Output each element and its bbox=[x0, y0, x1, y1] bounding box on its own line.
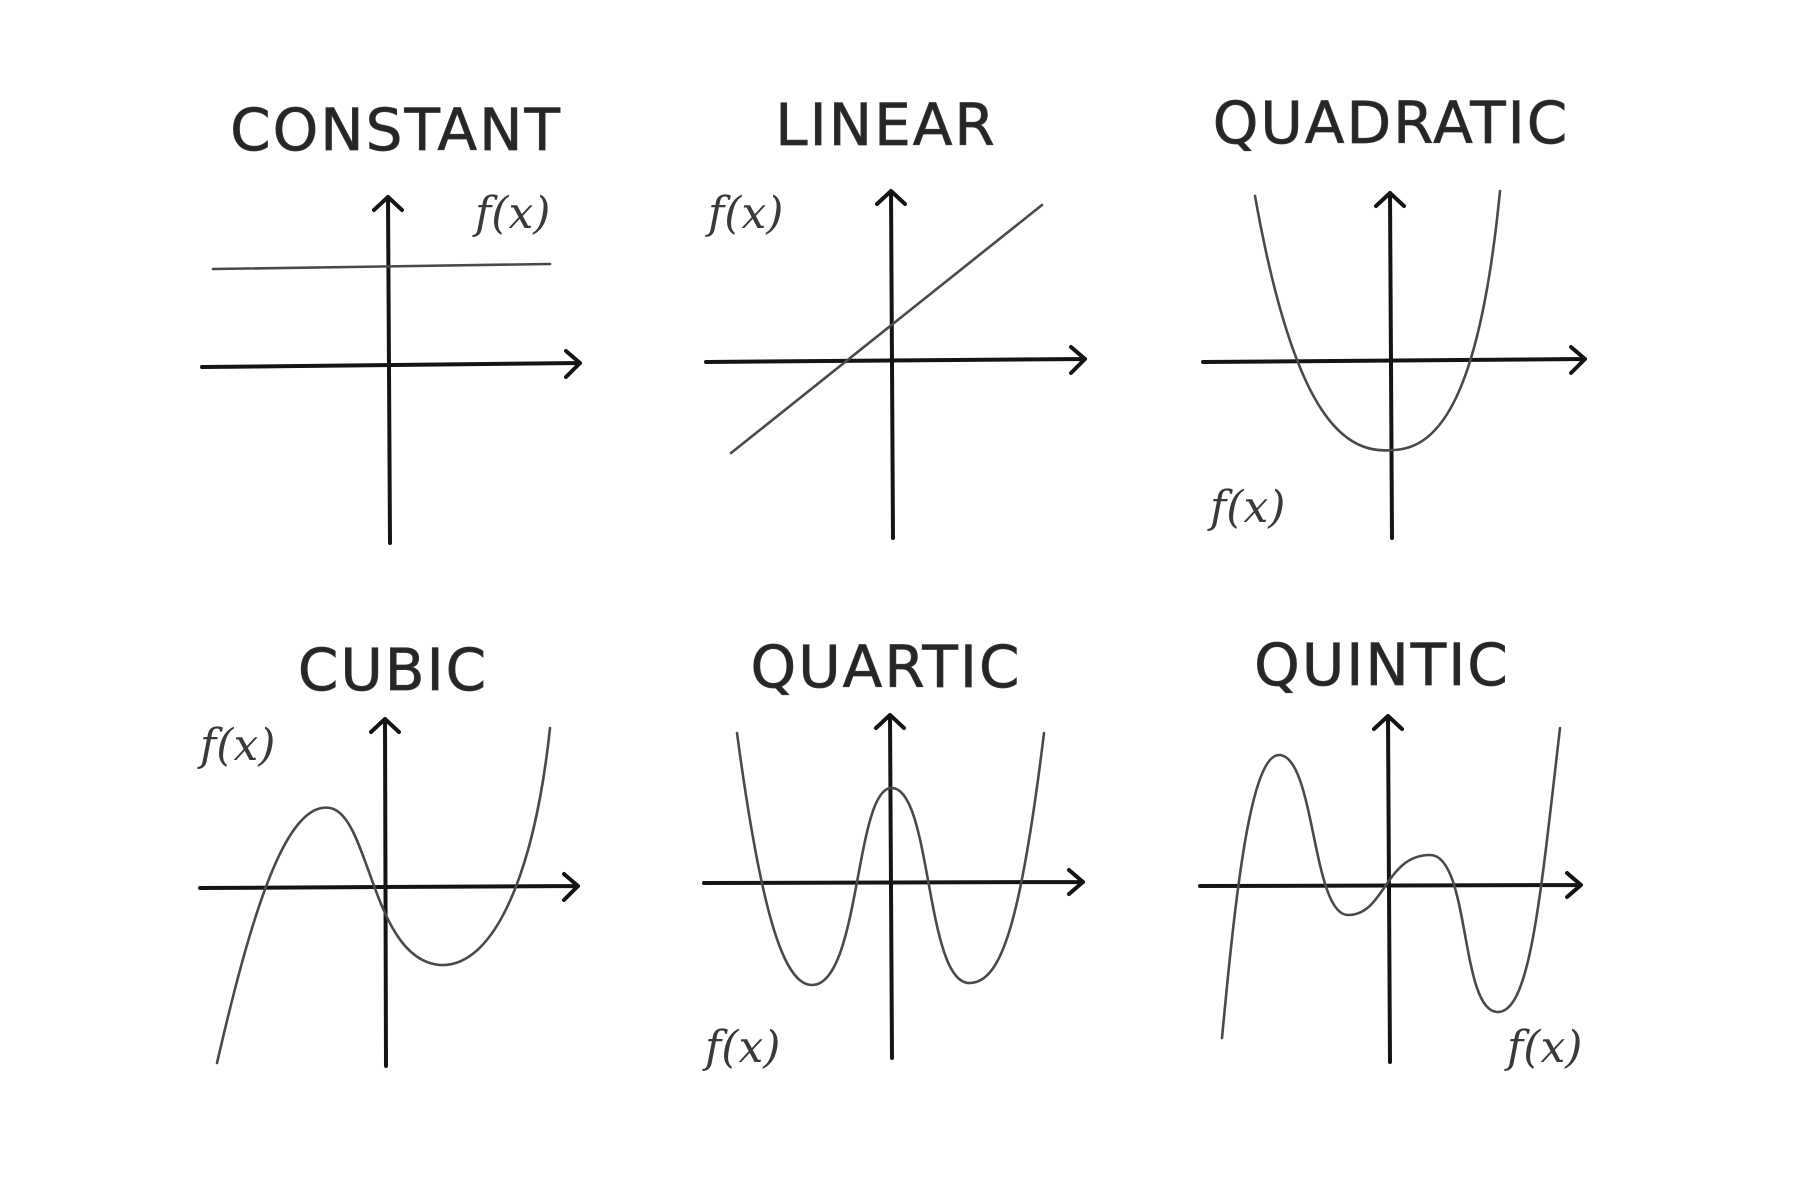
function-curve bbox=[735, 731, 1046, 987]
panel-title: CONSTANT bbox=[230, 96, 562, 164]
function-label: f(x) bbox=[705, 188, 783, 239]
y-axis-arrow bbox=[1374, 191, 1406, 540]
panel-title: CUBIC bbox=[298, 636, 488, 704]
panel-title: QUINTIC bbox=[1254, 631, 1510, 699]
panel-quintic: QUINTIC f(x) bbox=[1198, 631, 1583, 1073]
y-axis-arrow bbox=[875, 189, 907, 540]
y-axis-arrow bbox=[372, 195, 404, 545]
y-axis-arrow bbox=[369, 717, 401, 1068]
panel-title: QUARTIC bbox=[751, 633, 1022, 701]
panel-linear: LINEAR f(x) bbox=[704, 91, 1087, 540]
function-curve bbox=[729, 203, 1044, 455]
x-axis-arrow bbox=[704, 345, 1087, 375]
panel-quartic: QUARTIC f(x) bbox=[702, 633, 1085, 1073]
x-axis-arrow bbox=[702, 868, 1085, 896]
function-curve bbox=[211, 262, 552, 271]
function-curve bbox=[215, 726, 552, 1065]
panel-constant: CONSTANT f(x) bbox=[200, 96, 582, 545]
x-axis-arrow bbox=[200, 349, 582, 379]
function-label: f(x) bbox=[1207, 482, 1285, 533]
panel-title: QUADRATIC bbox=[1213, 89, 1570, 157]
function-label: f(x) bbox=[702, 1022, 780, 1073]
function-label: f(x) bbox=[197, 720, 275, 771]
function-curve bbox=[1253, 189, 1502, 452]
panel-cubic: CUBIC f(x) bbox=[197, 636, 580, 1068]
x-axis-arrow bbox=[1201, 345, 1587, 375]
function-curve bbox=[1220, 726, 1562, 1040]
y-axis-arrow bbox=[874, 713, 906, 1060]
x-axis-arrow bbox=[198, 872, 580, 902]
function-label: f(x) bbox=[1504, 1022, 1582, 1073]
panel-quadratic: QUADRATIC f(x) bbox=[1201, 89, 1587, 540]
function-label: f(x) bbox=[472, 188, 550, 239]
panel-title: LINEAR bbox=[775, 91, 996, 159]
y-axis-arrow bbox=[1372, 714, 1404, 1064]
